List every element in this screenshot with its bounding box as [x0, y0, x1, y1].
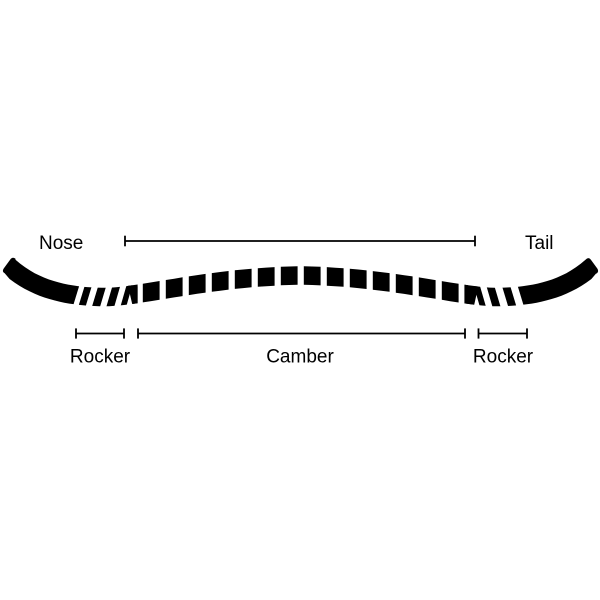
svg-text:Rocker: Rocker [473, 347, 534, 368]
svg-text:Nose: Nose [39, 233, 83, 254]
svg-text:Tail: Tail [525, 233, 554, 254]
svg-text:Camber: Camber [266, 347, 334, 368]
svg-text:Rocker: Rocker [70, 347, 131, 368]
